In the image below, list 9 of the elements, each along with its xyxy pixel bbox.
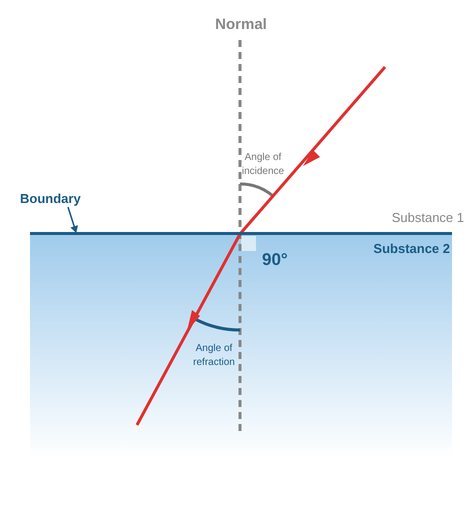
- region-label: Substance 2: [372, 240, 450, 258]
- region-label: Substance 1: [390, 209, 465, 227]
- angle-label: Angle of refraction: [192, 342, 236, 370]
- boundary-label: Boundary: [20, 189, 81, 208]
- axis-label: Normal: [214, 15, 268, 35]
- leader-line: [67, 206, 78, 233]
- angle-label: Angle of incidence: [240, 151, 286, 179]
- boundary-line: [30, 232, 452, 235]
- angle-value: 90°: [262, 249, 289, 271]
